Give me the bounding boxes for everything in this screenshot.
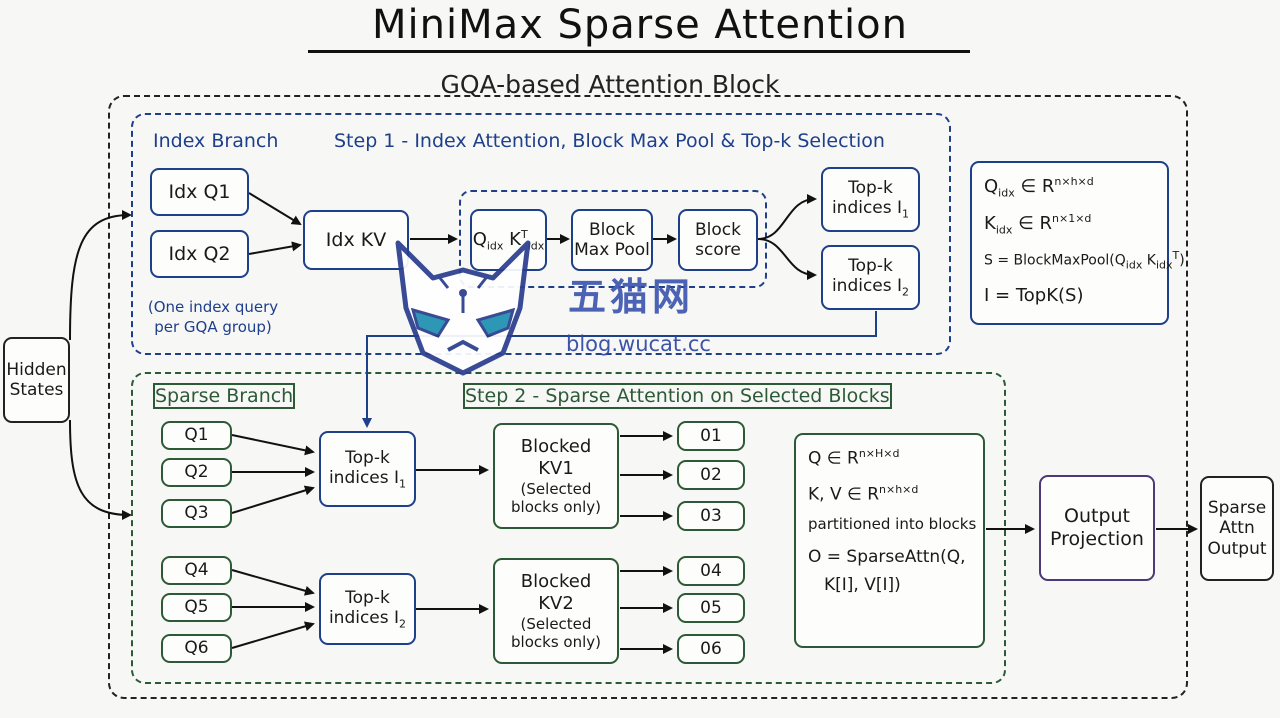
query-node-q4: Q4 (161, 556, 232, 585)
sparse-formula-o2: K[I], V[I]) (824, 575, 901, 596)
arrow-hidden-to-sparse (69, 419, 132, 520)
index-branch-region (131, 113, 951, 355)
kv2-line3: (Selected (520, 614, 592, 633)
sparse-formula-q: Q ∈ Rn×H×d (808, 447, 900, 469)
sparse-topk1-line2: indices I1 (328, 467, 407, 491)
query-node-q2: Q2 (161, 458, 232, 487)
arrow-q4-to-topk2 (231, 569, 315, 596)
arrow-idxq2-to-idxkv (248, 241, 302, 255)
projection-line1: Output (1064, 505, 1130, 528)
sparse-formula-partition: partitioned into blocks (808, 515, 977, 534)
query-node-q3: Q3 (161, 499, 232, 528)
kv2-line2: KV2 (538, 593, 574, 614)
arrow-hidden-to-index (69, 210, 132, 341)
idx-topk1-line1: Top-k (848, 178, 893, 199)
output-node-o1: 01 (677, 421, 745, 451)
output-node-o2: 02 (677, 460, 745, 490)
hidden-states-node: Hidden States (3, 337, 70, 423)
cat-logo-icon (395, 240, 531, 376)
sparse-formula-box: Q ∈ Rn×H×d K, V ∈ Rn×h×d partitioned int… (794, 433, 985, 648)
output-projection-node: Output Projection (1039, 475, 1155, 581)
arrow-q3-to-topk1 (231, 485, 315, 514)
idx-kv-node: Idx KV (303, 210, 409, 270)
arrow-idxq1-to-idxkv (248, 192, 302, 226)
step2-label: Step 2 - Sparse Attention on Selected Bl… (463, 383, 892, 409)
blocked-kv2-node: Blocked KV2 (Selected blocks only) (493, 558, 619, 664)
attention-block-region (108, 95, 1188, 699)
pool-line2: Max Pool (574, 240, 650, 260)
kv1-line1: Blocked (520, 436, 592, 458)
sparse-branch-label: Sparse Branch (153, 383, 296, 409)
sparse-attn-output-node: Sparse Attn Output (1200, 476, 1274, 581)
sparse-formula-kv: K, V ∈ Rn×h×d (808, 483, 919, 505)
query-node-q1: Q1 (161, 421, 232, 450)
sparse-formula-o1: O = SparseAttn(Q, (808, 547, 966, 568)
arrow-q1-to-topk1 (231, 434, 315, 456)
block-score-node: Block score (678, 209, 758, 271)
watermark-text: 五猫网 (568, 275, 695, 319)
hidden-states-line1: Hidden (6, 359, 67, 380)
arrow-score-to-topk1 (757, 194, 817, 240)
index-formula-q: Qidx ∈ Rn×h×d (984, 175, 1094, 200)
step1-label: Step 1 - Index Attention, Block Max Pool… (334, 130, 885, 152)
blocked-kv1-node: Blocked KV1 (Selected blocks only) (493, 423, 619, 529)
pool-line1: Block (589, 219, 635, 240)
idx-topk2-line1: Top-k (848, 256, 893, 277)
kv2-line4: blocks only) (511, 632, 601, 651)
final-output-line1: Sparse (1207, 497, 1267, 518)
block-label: GQA-based Attention Block (440, 70, 780, 99)
qk-expression: Qidx KTidx (472, 227, 545, 253)
sparse-topk2-line1: Top-k (345, 587, 390, 608)
index-formula-box: Qidx ∈ Rn×h×d Kidx ∈ Rn×1×d S = BlockMax… (970, 161, 1185, 325)
index-branch-label: Index Branch (153, 130, 279, 152)
score-line1: Block (695, 219, 741, 240)
kv1-line2: KV1 (538, 458, 574, 479)
idx-q2-node: Idx Q2 (150, 230, 249, 278)
idx-q1-node: Idx Q1 (150, 168, 249, 216)
watermark-url: blog.wucat.cc (566, 332, 711, 356)
note-line1: (One index query (147, 298, 279, 316)
arrow-q6-to-topk2 (231, 621, 315, 649)
projection-line2: Projection (1050, 528, 1144, 550)
sparse-topk1-node: Top-k indices I1 (319, 431, 416, 507)
final-output-line3: Output (1207, 538, 1267, 559)
output-node-o5: 05 (677, 593, 745, 623)
kv1-line3: (Selected (520, 479, 592, 498)
score-pool-region (459, 190, 767, 288)
idx-topk1-node: Top-k indices I1 (821, 167, 920, 232)
watermark: 五猫网 blog.wucat.cc (388, 238, 738, 378)
note-line2: per GQA group) (154, 318, 272, 337)
query-node-q6: Q6 (161, 634, 232, 663)
arrow-score-to-topk2 (757, 238, 817, 280)
output-node-o3: 03 (677, 501, 745, 531)
hidden-states-line2: States (9, 380, 64, 400)
query-node-q5: Q5 (161, 593, 232, 622)
kv2-line1: Blocked (520, 571, 592, 593)
score-line2: score (695, 240, 741, 260)
arrow-topk-feedback (362, 311, 877, 428)
sparse-topk2-line2: indices I2 (328, 607, 407, 631)
idx-topk2-line2: indices I2 (831, 276, 910, 299)
idx-topk1-line2: indices I1 (831, 198, 910, 221)
final-output-line2: Attn (1219, 518, 1255, 539)
idx-topk2-node: Top-k indices I2 (821, 245, 920, 310)
block-max-pool-node: Block Max Pool (571, 209, 653, 271)
sparse-topk1-line1: Top-k (345, 447, 390, 468)
index-formula-s: S = BlockMaxPool(Qidx KidxT) (984, 248, 1185, 272)
kv1-line4: blocks only) (511, 497, 601, 516)
output-node-o4: 04 (677, 556, 745, 586)
index-formula-i: I = TopK(S) (984, 285, 1084, 307)
sparse-topk2-node: Top-k indices I2 (319, 573, 416, 645)
index-formula-k: Kidx ∈ Rn×1×d (984, 211, 1092, 237)
title-underline (308, 50, 970, 53)
output-node-o6: 06 (677, 634, 745, 664)
index-query-note: (One index query per GQA group) (144, 297, 282, 338)
diagram-title: MiniMax Sparse Attention (371, 2, 908, 48)
